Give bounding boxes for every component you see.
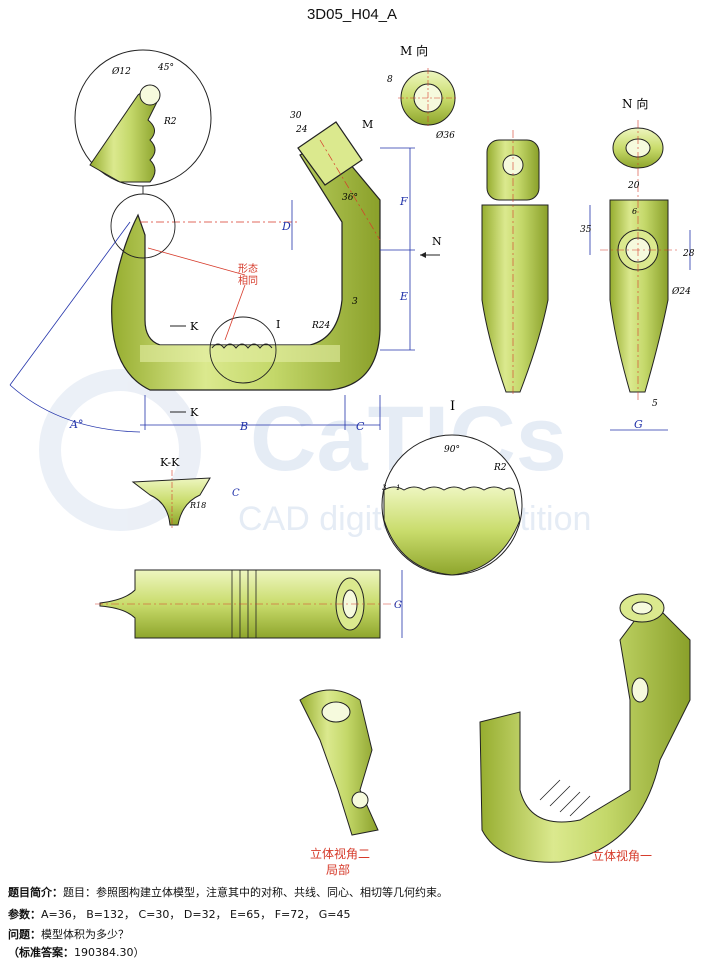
view3d-two-label-2: 局部 — [326, 862, 350, 877]
intro-line: 题目简介：题目：参照图构建立体模型，注意其中的对称、共线、同心、相切等几何约束。 — [8, 886, 448, 900]
params-label: 参数： — [8, 908, 41, 921]
dim-90: 90° — [444, 445, 460, 455]
answer-line: （标准答案：190384.30） — [8, 946, 145, 960]
hook-body — [111, 139, 381, 391]
dim-r18: R18 — [189, 501, 206, 510]
dim-24: 24 — [295, 125, 308, 135]
view3d-one-label: 立体视角一 — [592, 848, 652, 863]
label-N: N — [432, 235, 442, 248]
dim-6: 6 — [632, 207, 637, 216]
detail-i: I 90° R2 3 1 — [381, 399, 523, 576]
dim-3: 3 — [352, 297, 358, 307]
dim-45: 45° — [157, 63, 174, 73]
sheet-title: 3D05_H04_A — [306, 6, 398, 23]
dim-C-kk: C — [232, 488, 240, 499]
question-text: 模型体积为多少？ — [41, 928, 129, 941]
dim-r2: R2 — [163, 117, 177, 127]
label-M: M — [362, 118, 373, 131]
m-view: M 向 8 Ø36 — [387, 43, 458, 141]
front-view: 形态 相同 F E D B C A° Ø12 45 — [9, 49, 442, 433]
label-I: I — [276, 318, 280, 331]
top-view: G — [95, 569, 403, 639]
params-text: A=36， B=132， C=30， D=32， E=65， F=72， G=4… — [41, 908, 351, 921]
side-view — [481, 130, 549, 395]
note-same-shape-1: 形态 — [238, 262, 258, 275]
answer-label: （标准答案： — [8, 946, 74, 959]
n-view: N 向 20 6 35 28 Ø24 5 G — [580, 96, 695, 431]
label-K-bottom: K — [190, 406, 199, 419]
dim-1: 1 — [396, 484, 400, 492]
dim-30: 30 — [290, 111, 302, 121]
view3d-two: 立体视角二 局部 — [299, 689, 379, 877]
params-line: 参数：A=36， B=132， C=30， D=32， E=65， F=72， … — [8, 908, 351, 922]
detail-i-title: I — [450, 399, 455, 414]
dim-36deg: 36° — [342, 193, 358, 203]
question-line: 问题：模型体积为多少？ — [8, 928, 129, 942]
view3d-two-label-1: 立体视角二 — [310, 846, 370, 861]
dim-E: E — [399, 290, 408, 303]
dim-r2b: R2 — [493, 463, 507, 473]
m-view-title: M 向 — [400, 43, 428, 58]
dim-5: 5 — [652, 399, 658, 409]
note-same-shape-2: 相同 — [238, 274, 258, 287]
dim-8: 8 — [387, 75, 393, 85]
dim-B: B — [239, 420, 248, 433]
answer-text: 190384.30） — [74, 946, 145, 959]
dim-G-top: G — [394, 600, 402, 611]
watermark: CaTICs CAD digital competition — [39, 369, 591, 538]
dim-d12: Ø12 — [111, 66, 131, 77]
dim-G-n: G — [634, 418, 643, 431]
dim-A: A° — [69, 418, 83, 431]
label-K-top: K — [190, 320, 199, 333]
dim-28: 28 — [682, 249, 695, 259]
question-label: 问题： — [8, 928, 41, 941]
section-kk-title: K-K — [160, 456, 180, 469]
dim-3b: 3 — [382, 484, 387, 492]
dim-D: D — [281, 220, 291, 233]
dim-F: F — [399, 195, 408, 208]
intro-label: 题目简介： — [8, 886, 63, 899]
dim-C: C — [356, 420, 365, 433]
section-kk: K-K R18 C — [131, 456, 240, 530]
n-view-title: N 向 — [622, 96, 648, 111]
intro-text: 题目：参照图构建立体模型，注意其中的对称、共线、同心、相切等几何约束。 — [63, 886, 448, 899]
dim-20: 20 — [627, 181, 640, 191]
dim-r24: R24 — [311, 321, 331, 331]
dim-35: 35 — [580, 225, 592, 235]
dim-dia24: Ø24 — [671, 286, 691, 297]
view3d-one: 立体视角一 — [479, 593, 691, 863]
dim-d36: Ø36 — [435, 130, 455, 141]
